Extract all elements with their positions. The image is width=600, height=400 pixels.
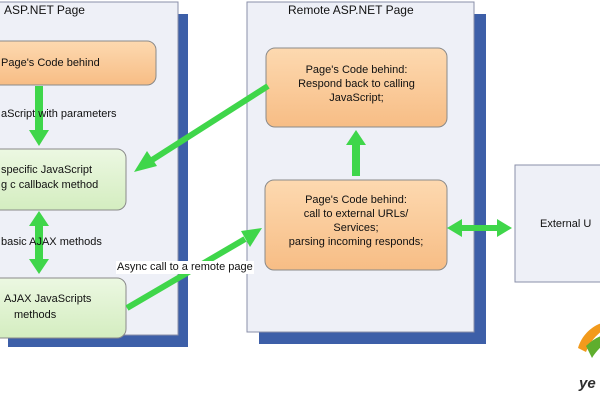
specific-js-box: [0, 148, 127, 211]
local-code-behind-label: Page's Code behind: [1, 57, 100, 69]
arrow-bidirectional-local: [29, 211, 49, 274]
logo-mark: [578, 323, 600, 358]
ajax-js-label-line1: AJAX JavaScripts: [4, 293, 92, 305]
remote-panel-title: Remote ASP.NET Page: [288, 3, 414, 17]
arrow-label-basic-ajax: basic AJAX methods: [1, 236, 102, 248]
arrow-async-call-head: [241, 228, 262, 247]
ajax-js-label-line2: methods: [14, 309, 57, 321]
external-panel-title: External U: [540, 218, 592, 230]
remote-call-label-line1: Page's Code behind:: [305, 194, 407, 206]
remote-call-box: [264, 179, 448, 271]
specific-js-label-line2: g c callback method: [1, 179, 99, 191]
remote-call-label-line3: Services;: [333, 222, 379, 234]
arrow-down-local-1: [29, 86, 49, 146]
local-panel-title: ASP.NET Page: [4, 3, 85, 17]
arrow-respond-to-js-line: [150, 83, 270, 163]
logo-text: ye: [579, 375, 596, 392]
arrow-label-js-with-params: aScript with parameters: [1, 108, 117, 120]
remote-respond-label-line3: JavaScript;: [329, 92, 384, 104]
remote-respond-label-line2: Respond back to calling: [298, 78, 415, 90]
remote-respond-label-line1: Page's Code behind:: [305, 64, 408, 76]
remote-call-label-line4: parsing incoming responds;: [288, 236, 424, 248]
arrow-label-async-call: Async call to a remote page: [116, 261, 254, 274]
arrow-bidirectional-external: [447, 219, 512, 237]
local-code-behind-box: [0, 40, 157, 86]
remote-call-label-line2: call to external URLs/: [303, 208, 409, 220]
arrow-respond-to-js-head: [134, 151, 157, 172]
ajax-js-box: [0, 277, 127, 339]
specific-js-label-line1: specific JavaScript: [1, 164, 93, 176]
arrow-up-remote: [346, 130, 366, 176]
external-panel: [514, 164, 600, 283]
